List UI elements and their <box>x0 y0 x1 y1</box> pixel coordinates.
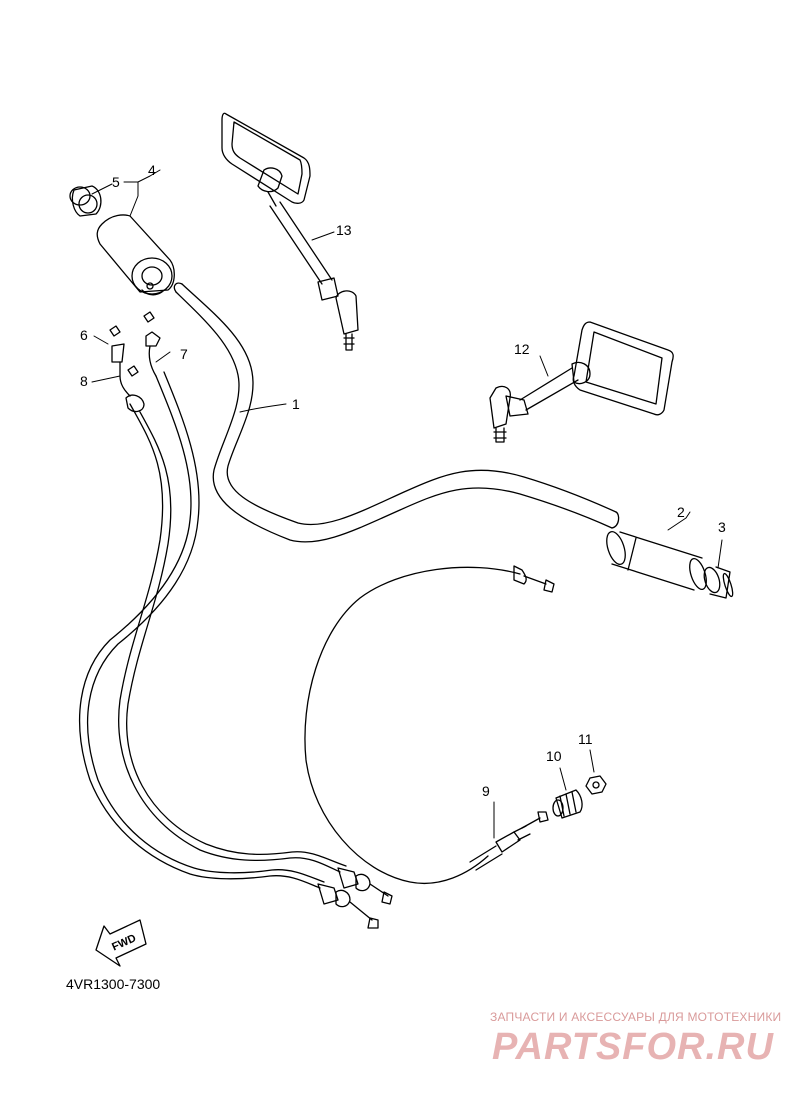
callout-1: 1 <box>292 396 300 412</box>
callout-9: 9 <box>482 783 490 799</box>
grip-end <box>703 566 734 599</box>
watermark-logo: PARTSFOR.RU <box>492 1026 774 1068</box>
watermark-caption: ЗАПЧАСТИ И АКСЕССУАРЫ ДЛЯ МОТОТЕХНИКИ <box>490 1010 782 1024</box>
callout-4: 4 <box>148 162 156 178</box>
throttle-cable-fittings <box>109 325 145 413</box>
throttle-cables <box>79 371 393 929</box>
callout-10: 10 <box>546 748 562 764</box>
return-cable-fittings <box>143 311 161 377</box>
callout-11: 11 <box>578 731 593 747</box>
callout-7: 7 <box>180 346 188 362</box>
callout-8: 8 <box>80 373 88 389</box>
callout-3: 3 <box>718 519 726 535</box>
diagram-code: 4VR1300-7300 <box>66 976 161 992</box>
callout-6: 6 <box>80 327 88 343</box>
fwd-arrow-icon <box>95 919 147 967</box>
clutch-cable <box>304 565 555 884</box>
callout-5: 5 <box>112 174 120 190</box>
cable-adjuster <box>552 789 583 819</box>
right-mirror <box>489 321 674 443</box>
handlebar <box>173 282 620 543</box>
callout-12: 12 <box>514 341 530 357</box>
grip-end-cap <box>69 185 102 217</box>
throttle-grip <box>96 214 175 296</box>
leader-lines <box>91 169 723 839</box>
left-mirror <box>221 112 359 351</box>
right-grip <box>606 530 707 591</box>
callout-13: 13 <box>336 222 352 238</box>
adjuster-nut <box>585 775 607 795</box>
callout-2: 2 <box>677 504 685 520</box>
